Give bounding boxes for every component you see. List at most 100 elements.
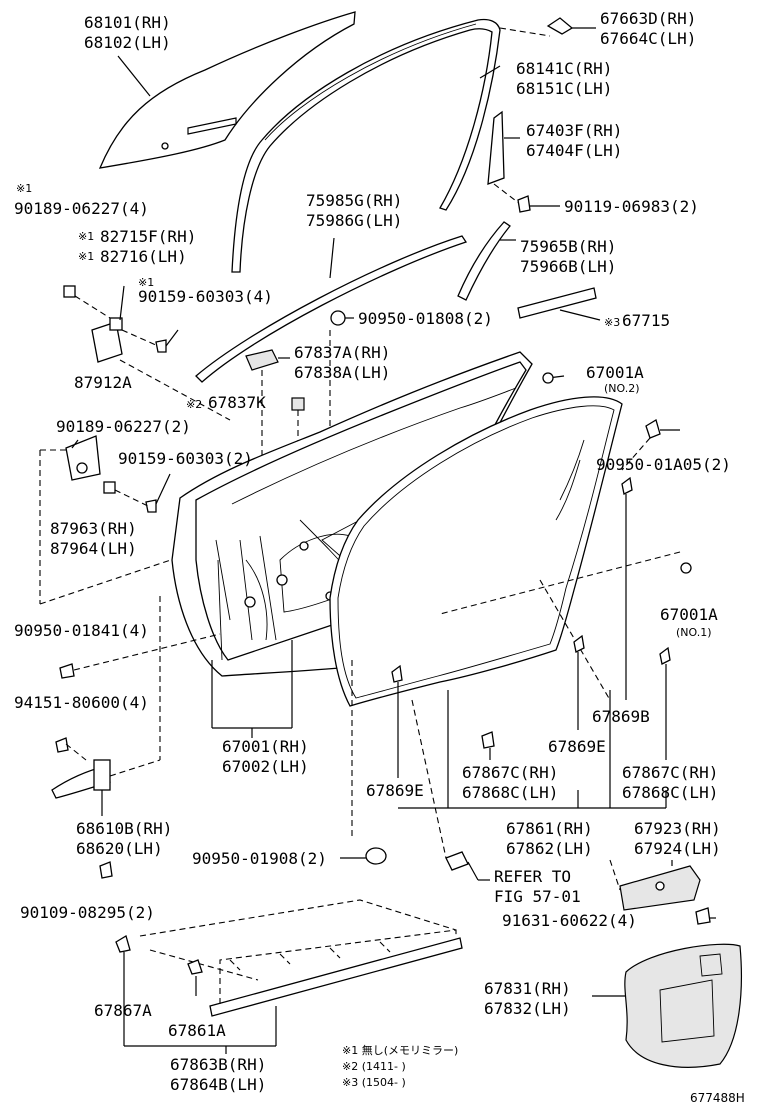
footnote-1: ※1 無し(メモリミラー) [342,1043,458,1057]
frame-molding [231,18,501,273]
label-94151: 94151-80600(4) [14,693,149,712]
label-75966b: 75966B(LH) [520,257,616,276]
label-67869e-l: 67869E [366,781,424,800]
label-90189-b: 90189-06227(2) [56,417,191,436]
label-fig: FIG 57-01 [494,887,581,906]
label-90950-01a05: 90950-01A05(2) [596,455,731,474]
label-67868c-m: 67868C(LH) [462,783,558,802]
weatherstrip-main [329,396,623,707]
label-67861a: 67861A [168,1021,226,1040]
label-82715f: 82715F(RH) [100,227,196,246]
label-82716: 82716(LH) [100,247,187,266]
bolt-90109 [99,861,113,879]
clip-90950-01841 [59,663,75,679]
label-67664c: 67664C(LH) [600,29,696,48]
run-channel [487,110,505,185]
mark-3: ※3 [604,316,620,329]
label-67403f: 67403F(RH) [526,121,622,140]
rear-molding [457,221,511,301]
label-refer: REFER TO [494,867,571,886]
label-90119: 90119-06983(2) [564,197,699,216]
label-67663d: 67663D(RH) [600,9,696,28]
screw-91631 [695,907,711,925]
label-90950-01841: 90950-01841(4) [14,621,149,640]
label-no1: (NO.1) [676,626,712,639]
glass-bolt [161,142,169,150]
pad-67837a [245,349,279,371]
label-90159-a: 90159-60303(4) [138,287,273,306]
label-no2: (NO.2) [604,382,640,395]
label-90109: 90109-08295(2) [20,903,155,922]
label-68141c: 68141C(RH) [516,59,612,78]
mark-1a: ※1 [16,182,32,195]
clip-67869e-l [391,664,403,683]
drawing [39,11,742,1068]
label-67837k: 67837K [208,393,266,412]
door-glass [98,11,356,169]
labels: 68101(RH) 68102(LH) 67663D(RH) 67664C(LH… [14,9,745,1105]
label-68101: 68101(RH) [84,13,171,32]
label-67868c-r: 67868C(LH) [622,783,718,802]
label-68102: 68102(LH) [84,33,171,52]
label-87912a: 87912A [74,373,132,392]
weatherstrip-top [264,23,477,141]
label-90950-01908: 90950-01908(2) [192,849,327,868]
plug-90950-01908 [365,847,387,865]
clip-90189-b [103,481,116,494]
label-90189-a: 90189-06227(4) [14,199,149,218]
clip-67869e-r [573,634,585,653]
label-75965b: 75965B(RH) [520,237,616,256]
label-67715: 67715 [622,311,670,330]
label-67923: 67923(RH) [634,819,721,838]
clip-90950-01808 [330,310,346,326]
mark-1b: ※1 [78,230,94,243]
label-91631: 91631-60622(4) [502,911,637,930]
label-87964: 87964(LH) [50,539,137,558]
label-67838a: 67838A(LH) [294,363,390,382]
label-68151c: 68151C(LH) [516,79,612,98]
label-68620: 68620(LH) [76,839,163,858]
clip-67861a [187,959,203,975]
clip-90189-a [63,285,76,298]
clip-67001a-no1 [680,562,692,574]
label-67869b: 67869B [592,707,650,726]
label-67832: 67832(LH) [484,999,571,1018]
footnote-3: ※3 (1504- ) [342,1076,406,1089]
label-75985g: 75985G(RH) [306,191,402,210]
strip-67715 [517,287,597,319]
pad-67837k [291,397,305,411]
label-67002: 67002(LH) [222,757,309,776]
label-75986g: 75986G(LH) [306,211,402,230]
corner-piece [546,17,574,35]
bolt-94151 [55,737,69,753]
clip-67001a-no2 [542,372,554,384]
rocker-molding [209,937,463,1017]
diagram-code: 677488H [690,1091,745,1105]
label-67869e-r: 67869E [548,737,606,756]
hole-cover [624,943,742,1068]
mark-1d: ※1 [138,276,154,289]
label-67404f: 67404F(LH) [526,141,622,160]
label-67001a-2: 67001A [586,363,644,382]
label-67924: 67924(LH) [634,839,721,858]
label-90950-01808: 90950-01808(2) [358,309,493,328]
belt-molding [195,235,468,383]
mark-2: ※2 [186,398,202,411]
bracket-87963 [65,435,101,481]
label-67837a: 67837A(RH) [294,343,390,362]
label-90159-b: 90159-60303(2) [118,449,253,468]
clip-67867c-r [659,646,671,665]
clip-67869b [621,476,633,495]
label-67864b: 67864B(LH) [170,1075,266,1094]
mirror-bracket [91,321,123,363]
mark-1c: ※1 [78,250,94,263]
label-67001: 67001(RH) [222,737,309,756]
label-67867a: 67867A [94,1001,152,1020]
footnote-2: ※2 (1411- ) [342,1060,406,1073]
label-68610b: 68610B(RH) [76,819,172,838]
clip-67867c-m [481,731,495,749]
label-67867c-r: 67867C(RH) [622,763,718,782]
screw-90119 [517,195,531,213]
label-67861: 67861(RH) [506,819,593,838]
